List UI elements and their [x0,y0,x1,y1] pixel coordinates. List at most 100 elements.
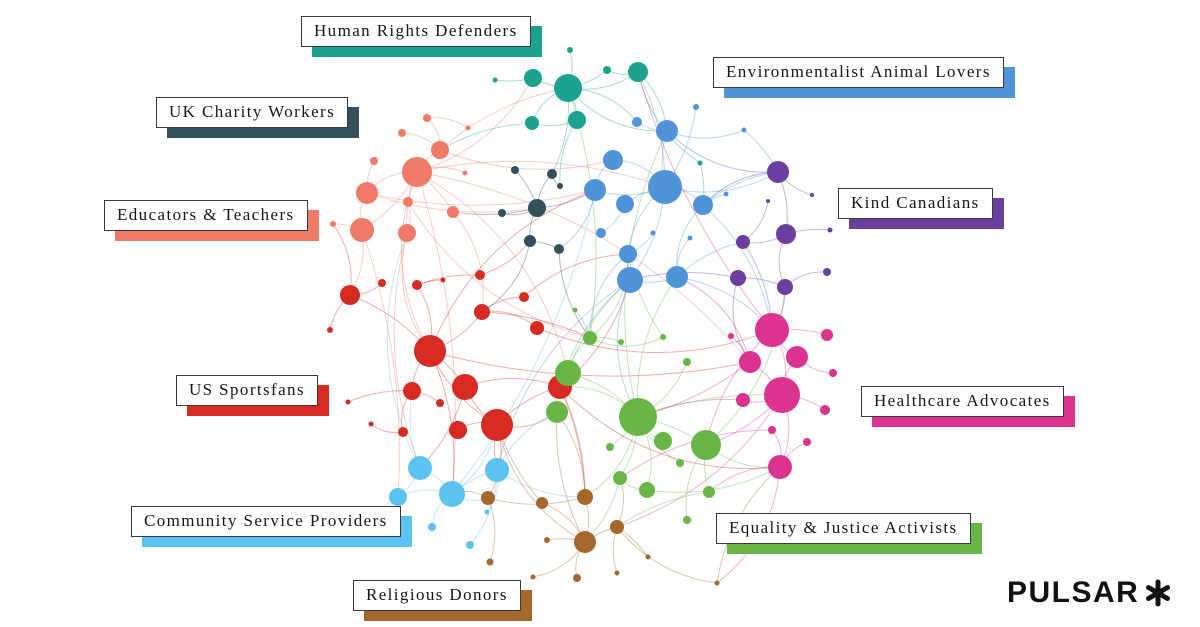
cluster-label-kind-canadians[interactable]: Kind Canadians [838,188,993,219]
node-community-service-providers[interactable] [439,481,465,507]
node-environmentalist-animal-lovers[interactable] [693,195,713,215]
node-us-sportsfans[interactable] [436,399,444,407]
node-us-sportsfans[interactable] [403,382,421,400]
node-us-sportsfans[interactable] [519,292,529,302]
node-us-sportsfans[interactable] [398,427,408,437]
node-healthcare-advocates[interactable] [768,426,776,434]
node-kind-canadians[interactable] [776,224,796,244]
node-healthcare-advocates[interactable] [786,346,808,368]
node-environmentalist-animal-lovers[interactable] [650,230,656,236]
node-equality-justice-activists[interactable] [660,334,666,340]
node-healthcare-advocates[interactable] [755,313,789,347]
node-religious-donors[interactable] [536,497,548,509]
node-educators-teachers[interactable] [465,125,471,131]
node-environmentalist-animal-lovers[interactable] [616,195,634,213]
node-us-sportsfans[interactable] [340,285,360,305]
node-human-rights-defenders[interactable] [567,47,573,53]
node-healthcare-advocates[interactable] [821,329,833,341]
node-healthcare-advocates[interactable] [803,438,811,446]
node-religious-donors[interactable] [645,554,651,560]
node-educators-teachers[interactable] [350,218,374,242]
node-educators-teachers[interactable] [423,114,431,122]
node-kind-canadians[interactable] [810,193,814,197]
cluster-label-environmentalist-animal-lovers[interactable]: Environmentalist Animal Lovers [713,57,1004,88]
node-educators-teachers[interactable] [330,221,336,227]
node-environmentalist-animal-lovers[interactable] [584,179,606,201]
node-us-sportsfans[interactable] [378,279,386,287]
node-us-sportsfans[interactable] [481,409,513,441]
node-educators-teachers[interactable] [398,224,416,242]
node-us-sportsfans[interactable] [345,399,351,405]
cluster-label-equality-justice-activists[interactable]: Equality & Justice Activists [716,513,971,544]
node-religious-donors[interactable] [577,489,593,505]
node-educators-teachers[interactable] [398,129,406,137]
node-kind-canadians[interactable] [827,227,833,233]
node-religious-donors[interactable] [610,520,624,534]
node-environmentalist-animal-lovers[interactable] [741,127,747,133]
node-equality-justice-activists[interactable] [654,432,672,450]
node-environmentalist-animal-lovers[interactable] [619,245,637,263]
node-us-sportsfans[interactable] [368,421,374,427]
node-human-rights-defenders[interactable] [568,111,586,129]
node-human-rights-defenders[interactable] [628,62,648,82]
node-religious-donors[interactable] [530,574,536,580]
node-equality-justice-activists[interactable] [606,443,614,451]
node-equality-justice-activists[interactable] [619,398,657,436]
node-religious-donors[interactable] [714,580,720,586]
node-educators-teachers[interactable] [431,141,449,159]
node-us-sportsfans[interactable] [449,421,467,439]
node-equality-justice-activists[interactable] [683,358,691,366]
node-uk-charity-workers[interactable] [498,209,506,217]
node-healthcare-advocates[interactable] [768,455,792,479]
cluster-label-religious-donors[interactable]: Religious Donors [353,580,521,611]
node-environmentalist-animal-lovers[interactable] [666,266,688,288]
node-uk-charity-workers[interactable] [528,199,546,217]
node-human-rights-defenders[interactable] [697,160,703,166]
node-kind-canadians[interactable] [766,199,770,203]
node-equality-justice-activists[interactable] [683,516,691,524]
cluster-label-healthcare-advocates[interactable]: Healthcare Advocates [861,386,1064,417]
node-healthcare-advocates[interactable] [820,405,830,415]
node-us-sportsfans[interactable] [475,270,485,280]
node-educators-teachers[interactable] [402,157,432,187]
node-human-rights-defenders[interactable] [603,66,611,74]
node-equality-justice-activists[interactable] [639,482,655,498]
node-environmentalist-animal-lovers[interactable] [648,170,682,204]
node-environmentalist-animal-lovers[interactable] [693,104,699,110]
node-community-service-providers[interactable] [428,523,436,531]
node-human-rights-defenders[interactable] [554,74,582,102]
node-equality-justice-activists[interactable] [691,430,721,460]
node-community-service-providers[interactable] [466,541,474,549]
node-equality-justice-activists[interactable] [572,307,578,313]
node-us-sportsfans[interactable] [440,277,446,283]
node-educators-teachers[interactable] [370,157,378,165]
node-religious-donors[interactable] [614,570,620,576]
node-educators-teachers[interactable] [356,182,378,204]
cluster-label-uk-charity-workers[interactable]: UK Charity Workers [156,97,349,128]
node-kind-canadians[interactable] [777,279,793,295]
node-healthcare-advocates[interactable] [739,351,761,373]
node-kind-canadians[interactable] [823,268,831,276]
node-educators-teachers[interactable] [403,197,413,207]
cluster-label-us-sportsfans[interactable]: US Sportsfans [176,375,318,406]
node-us-sportsfans[interactable] [327,327,333,333]
node-religious-donors[interactable] [574,531,596,553]
node-healthcare-advocates[interactable] [728,333,734,339]
node-environmentalist-animal-lovers[interactable] [596,228,606,238]
node-us-sportsfans[interactable] [412,280,422,290]
node-religious-donors[interactable] [481,491,495,505]
node-human-rights-defenders[interactable] [524,69,542,87]
node-educators-teachers[interactable] [462,170,468,176]
node-us-sportsfans[interactable] [414,335,446,367]
node-community-service-providers[interactable] [408,456,432,480]
node-equality-justice-activists[interactable] [555,360,581,386]
node-equality-justice-activists[interactable] [618,339,624,345]
node-human-rights-defenders[interactable] [525,116,539,130]
node-us-sportsfans[interactable] [474,304,490,320]
node-equality-justice-activists[interactable] [703,486,715,498]
node-human-rights-defenders[interactable] [492,77,498,83]
cluster-label-human-rights-defenders[interactable]: Human Rights Defenders [301,16,531,47]
node-environmentalist-animal-lovers[interactable] [603,150,623,170]
node-kind-canadians[interactable] [767,161,789,183]
node-uk-charity-workers[interactable] [547,169,557,179]
